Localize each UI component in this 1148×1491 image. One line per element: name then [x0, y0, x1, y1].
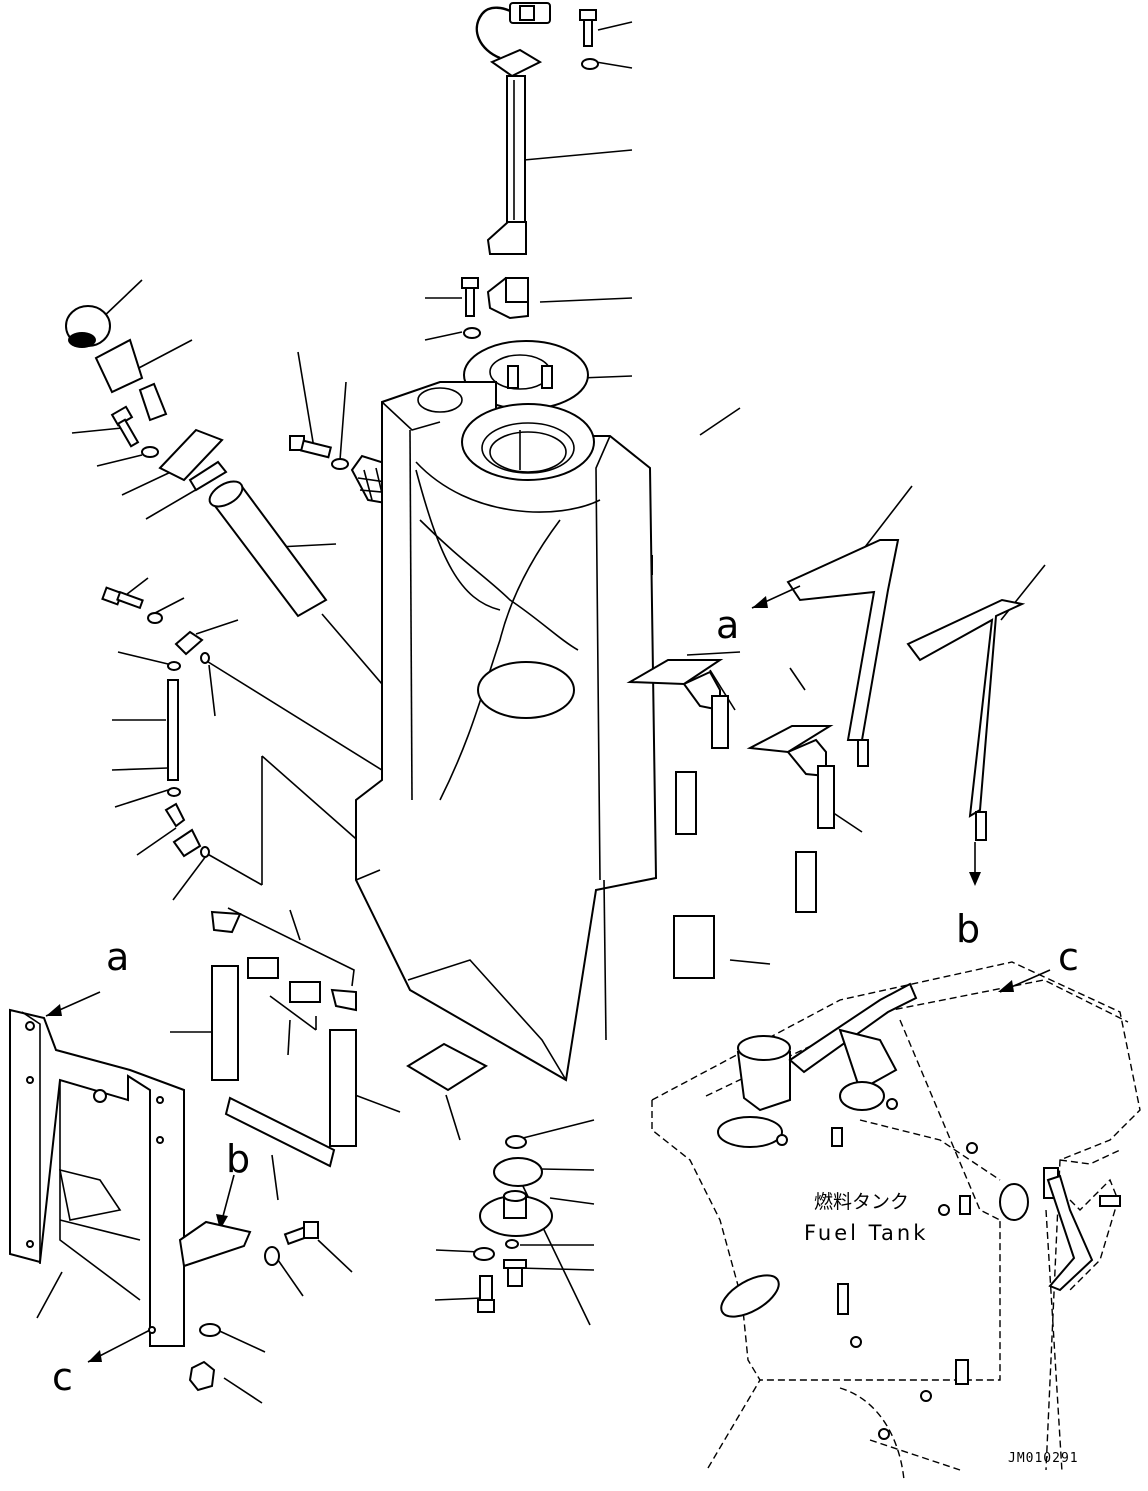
- o-ring-drain: [505, 1135, 527, 1149]
- bolt-strainer: [289, 435, 333, 459]
- drain-plug-flange: [479, 1190, 553, 1237]
- callout-b-top: b: [956, 907, 980, 951]
- bolt-mount: [461, 277, 479, 317]
- rubber-pad-group-1: [626, 659, 729, 835]
- vent-fitting-upper: [174, 630, 204, 656]
- o-ring-vent-lower: [167, 787, 181, 797]
- tank-label-japanese: 燃料タンク: [814, 1191, 909, 1213]
- o-ring-vent-3: [200, 846, 210, 858]
- machine-inset-view: [651, 961, 1141, 1481]
- washer-vent: [147, 612, 163, 624]
- filler-cap: [65, 305, 111, 348]
- o-ring-vent-2: [200, 652, 210, 664]
- washer-filler: [141, 446, 159, 458]
- callout-c-left: c: [52, 1355, 73, 1399]
- rubber-pad-group-2: [746, 725, 835, 913]
- bottom-pad: [406, 1042, 489, 1092]
- tank-pad: [673, 915, 715, 979]
- tank-band-2: [906, 598, 1026, 841]
- washer-strainer: [331, 458, 349, 470]
- callout-b-left: b: [226, 1137, 250, 1181]
- callout-a-top: a: [716, 603, 739, 647]
- rubber-pads-left: [210, 907, 357, 1168]
- washer-bracket-2: [199, 1323, 221, 1337]
- filler-gasket: [188, 460, 228, 492]
- vent-fitting-lower: [164, 802, 186, 828]
- o-ring-vent-upper: [167, 661, 181, 671]
- bolt-vent: [101, 586, 144, 610]
- fuel-tank-body: [355, 381, 658, 1082]
- filler-strainer: [208, 480, 328, 618]
- washer-drain: [473, 1247, 495, 1261]
- callout-c-top: c: [1058, 935, 1079, 979]
- bolt-filler: [110, 405, 140, 448]
- bolt-bracket: [283, 1221, 319, 1246]
- filler-neck: [94, 338, 168, 422]
- tank-band-1: [786, 539, 900, 767]
- o-ring-drain-2: [505, 1239, 519, 1249]
- tank-flange-opening: [461, 403, 595, 481]
- tank-seal-ring: [477, 661, 575, 719]
- drawing-code: JM010291: [1008, 1451, 1079, 1466]
- drain-gasket: [493, 1157, 543, 1187]
- callout-a-left: a: [106, 935, 129, 979]
- filler-flange: [158, 428, 224, 482]
- vent-pipe: [167, 679, 179, 781]
- fuel-level-sensor: [475, 2, 551, 255]
- washer-top: [581, 58, 599, 70]
- bolt-top: [579, 9, 597, 47]
- bracket-plate: [178, 1220, 252, 1268]
- tank-label-english: Fuel Tank: [804, 1221, 928, 1245]
- vent-elbow: [172, 828, 202, 858]
- washer-mount: [463, 327, 481, 339]
- sender-mount: [486, 276, 529, 320]
- tank-bracket: [9, 1008, 185, 1347]
- callout-arrows: [45, 585, 1051, 1363]
- drain-valve: [503, 1259, 527, 1287]
- washer-bracket: [264, 1246, 280, 1266]
- bolt-drain: [477, 1275, 495, 1313]
- nut-bracket: [188, 1360, 216, 1392]
